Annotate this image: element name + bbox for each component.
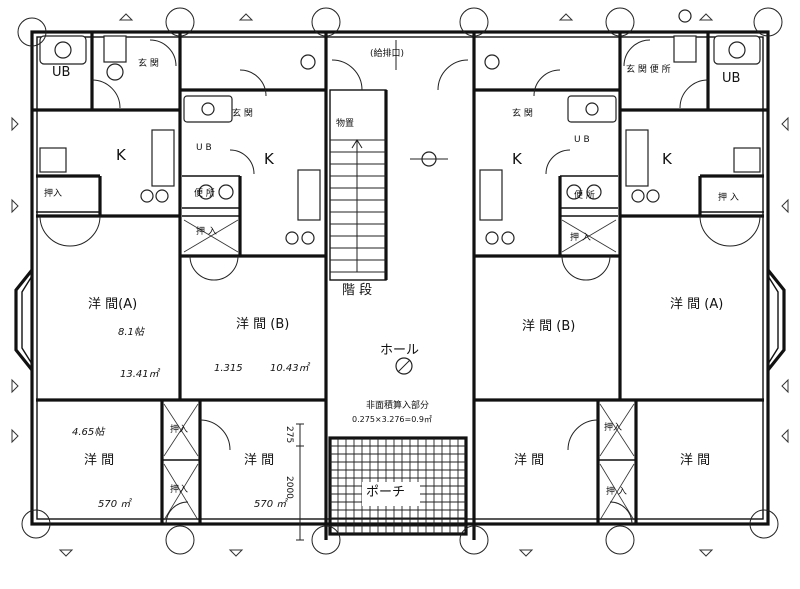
genkan-label-right-top: 玄 関 便 所	[626, 65, 671, 75]
youma-label-left-a: 洋 間(A)	[88, 297, 138, 312]
ub-label-left: UB	[52, 65, 71, 80]
kitchen-label-right-a: K	[662, 150, 672, 168]
area-note-left-a-sub: 8.1帖	[118, 327, 144, 338]
area-note-left-a: 13.41㎡	[120, 369, 159, 380]
area-note-left-b: 10.43㎡	[270, 363, 309, 374]
genkan-label-left-b: 玄 関	[232, 109, 253, 119]
genkan-label-right-b: 玄 関	[512, 109, 533, 119]
area-exclusion-note-1: 非面積算入部分	[366, 401, 430, 411]
area-note-left-d: 570 ㎡	[254, 499, 287, 510]
outlet-markers	[11, 13, 789, 557]
oshiire-label-left-c: 押入	[170, 425, 189, 435]
oshiire-label-right-b: 押 入	[570, 233, 591, 243]
stair-treads	[330, 139, 386, 273]
stairs-label: 階 段	[342, 283, 373, 298]
outer-walls	[14, 30, 786, 526]
area-note-left-b-sub: 1.315	[214, 363, 243, 374]
fixtures	[39, 9, 761, 245]
column-markers	[17, 7, 783, 555]
hall-label: ホール	[380, 343, 420, 358]
dimension-2000: 2000	[284, 476, 294, 499]
benjo-label-right: 便 所	[574, 191, 595, 201]
ub-label-right-b: U B	[574, 135, 590, 145]
left-unit-walls	[32, 32, 326, 524]
area-exclusion-note-2: 0.275×3.276=0.9㎡	[352, 415, 432, 424]
exhaust-label: (給排口)	[370, 49, 405, 59]
youma-label-left-c: 洋 間	[84, 453, 115, 468]
oshiire-label-right-a: 押 入	[718, 193, 739, 203]
area-note-left-c2: 570 ㎡	[98, 499, 131, 510]
right-unit-walls	[474, 32, 768, 524]
area-note-left-c: 4.65帖	[72, 427, 105, 438]
porch-grid	[328, 436, 468, 536]
oshiire-label-right-d: 押 入	[606, 487, 627, 497]
genkan-label-left-top: 玄 関	[138, 59, 159, 69]
youma-label-right-d: 洋 間	[680, 453, 711, 468]
storage-label: 物置	[336, 119, 355, 129]
kitchen-label-left-b: K	[264, 150, 274, 168]
oshiire-label-right-c: 押入	[604, 423, 623, 433]
youma-label-left-d: 洋 間	[244, 453, 275, 468]
dimension-275: 275	[284, 426, 294, 444]
dimension-lines	[296, 423, 304, 541]
ub-label-right: UB	[722, 71, 741, 86]
kitchen-label-left-a: K	[116, 146, 126, 164]
central-core	[300, 32, 500, 540]
doors	[39, 39, 761, 525]
youma-label-left-b: 洋 間 (B)	[236, 317, 290, 332]
ub-label-left-b: U B	[196, 143, 212, 153]
youma-label-right-c: 洋 間	[514, 453, 545, 468]
oshiire-label-left-a: 押入	[44, 189, 63, 199]
porch-label: ポーチ	[366, 485, 406, 500]
youma-label-right-a: 洋 間 (A)	[670, 297, 724, 312]
kitchen-label-right-b: K	[512, 150, 522, 168]
oshiire-label-left-d: 押入	[170, 485, 189, 495]
youma-label-right-b: 洋 間 (B)	[522, 319, 576, 334]
benjo-label-left: 便 所	[194, 189, 215, 199]
oshiire-label-left-b: 押 入	[196, 227, 217, 237]
